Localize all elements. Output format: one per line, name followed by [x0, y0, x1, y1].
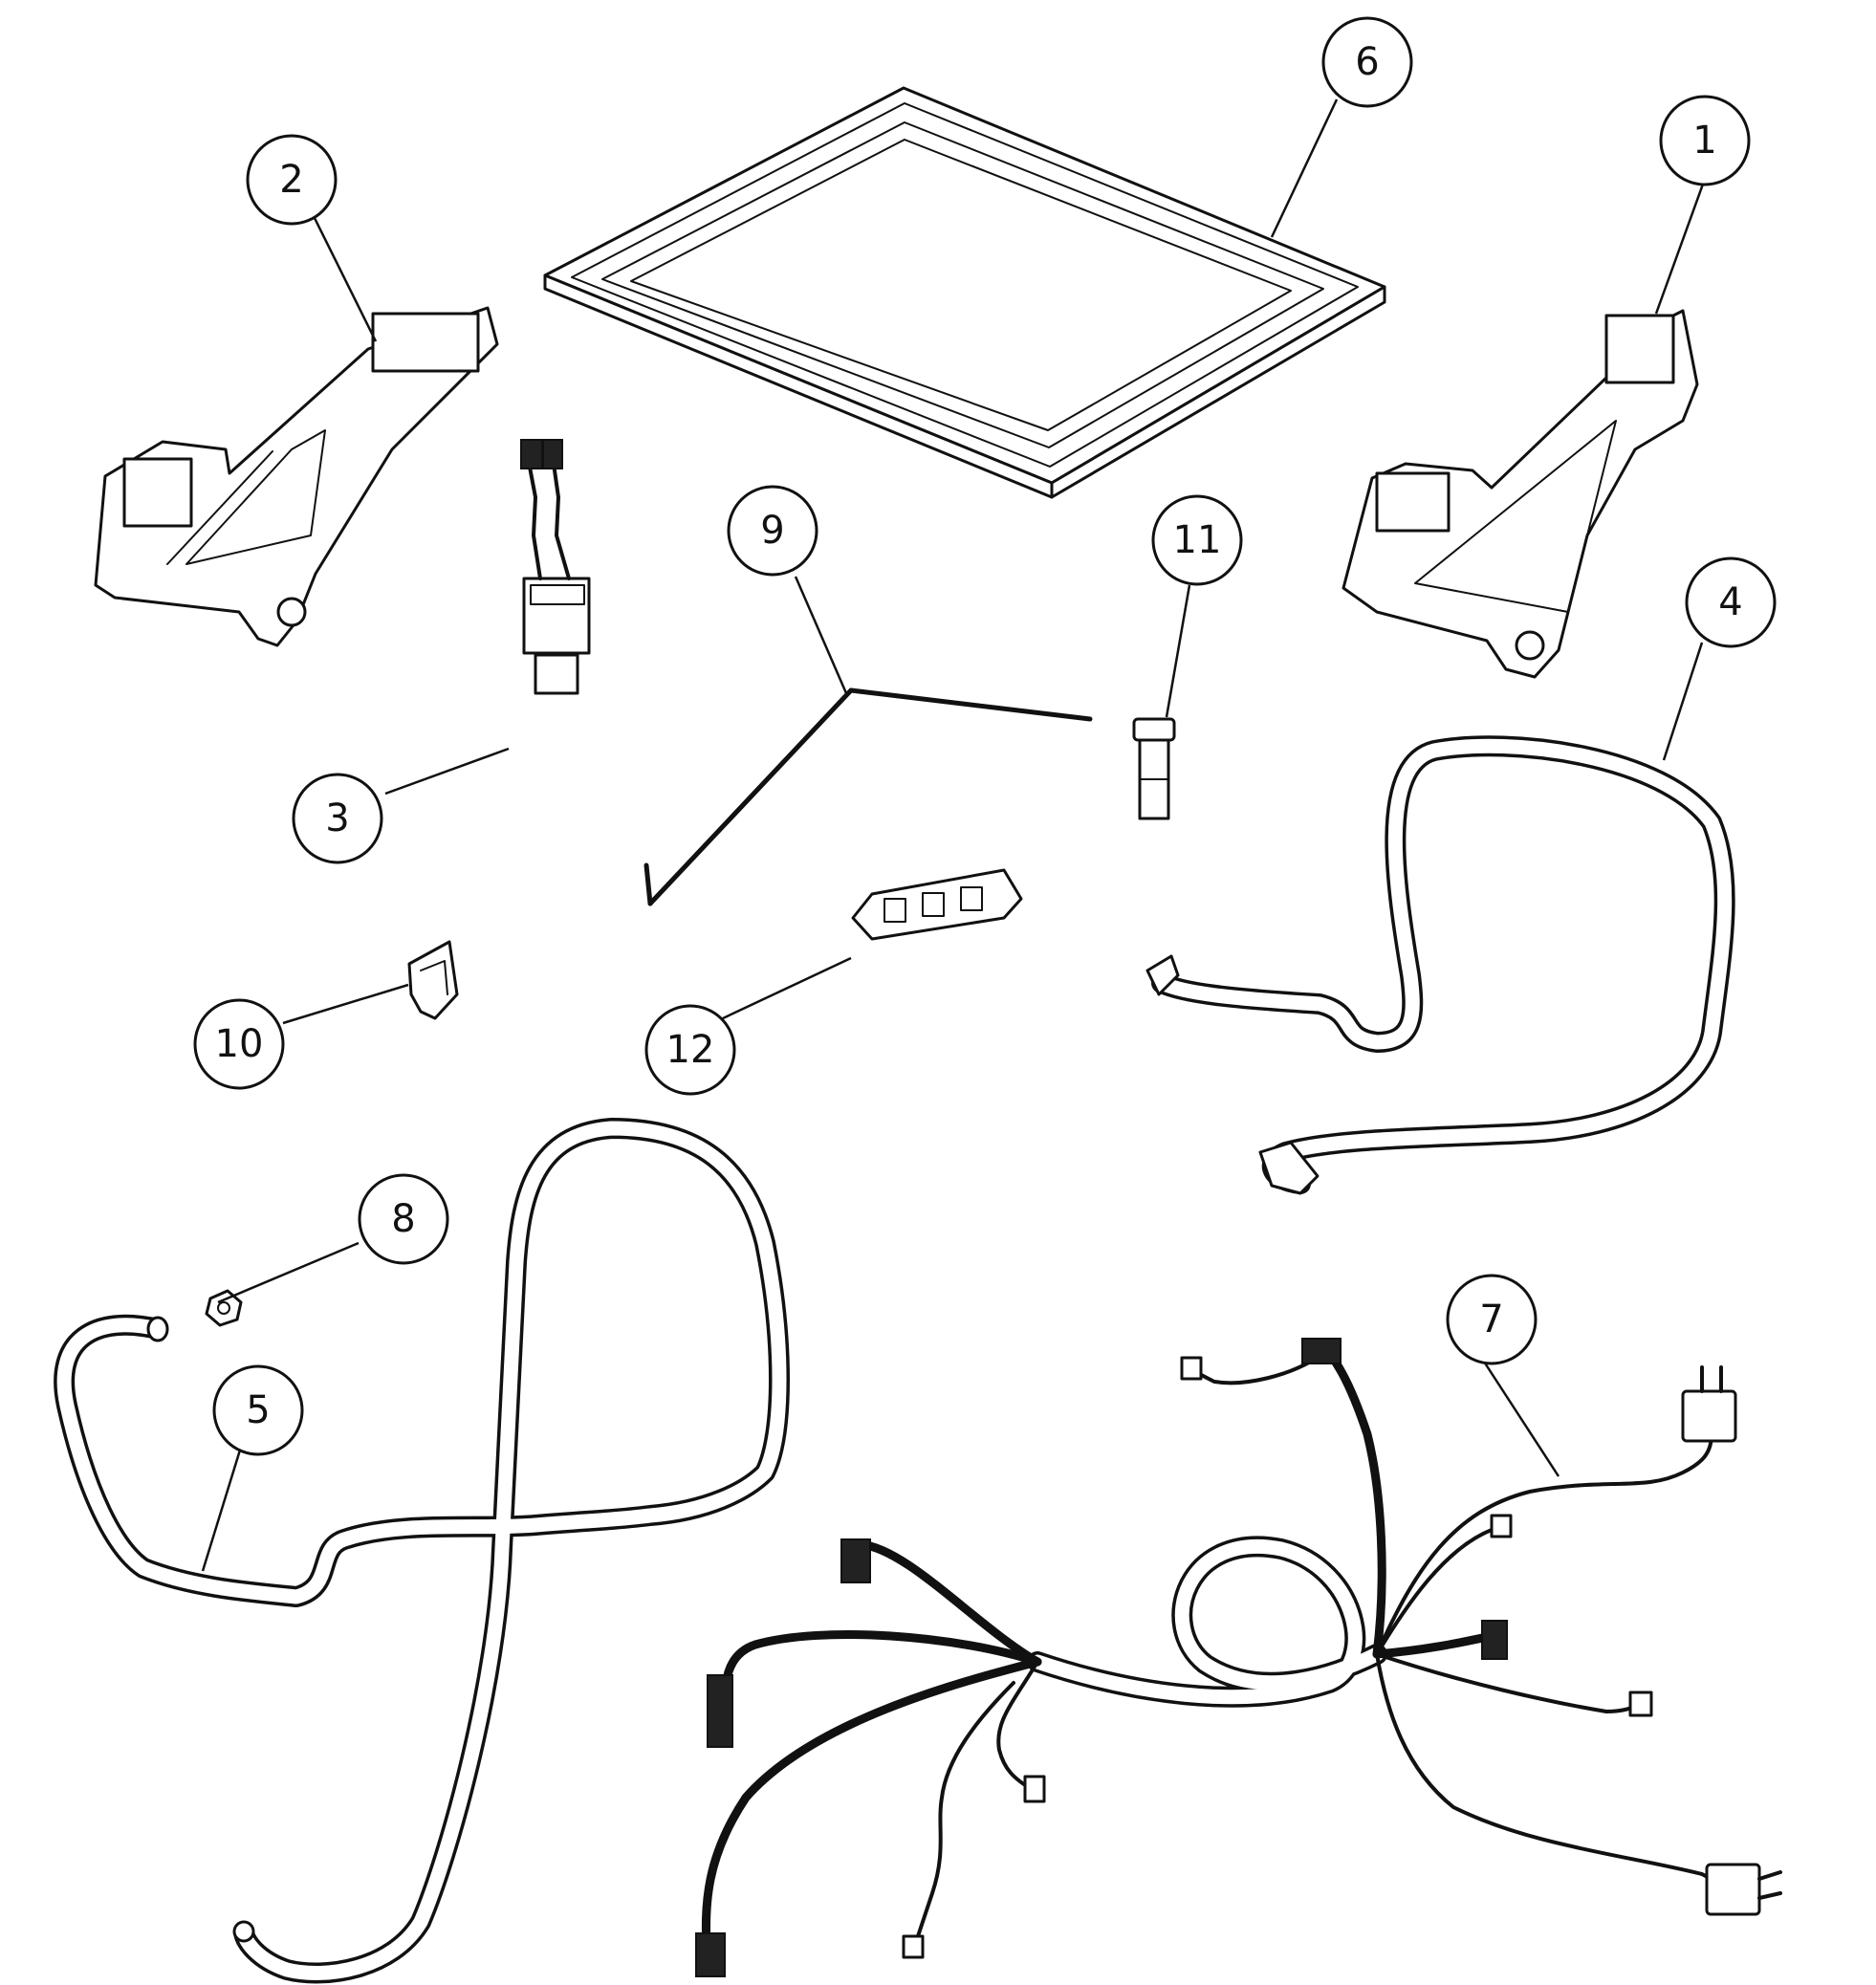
- part-11-pin: [1132, 717, 1176, 820]
- callout-9: 9: [727, 485, 818, 577]
- callout-label: 9: [760, 509, 784, 553]
- callout-circle: [1659, 95, 1751, 186]
- callout-circle: [1321, 16, 1413, 108]
- callout-2: 2: [246, 134, 338, 226]
- callout-1: 1: [1659, 95, 1751, 186]
- part-1-right-bracket: [1342, 309, 1699, 679]
- callout-6: 6: [1321, 16, 1413, 108]
- part-2-left-bracket: [94, 306, 499, 647]
- callout-circle: [1446, 1274, 1538, 1365]
- callout-11: 11: [1151, 494, 1243, 586]
- callout-label: 11: [1173, 518, 1222, 562]
- callout-label: 5: [246, 1388, 270, 1432]
- callout-label: 8: [391, 1197, 415, 1241]
- callout-label: 6: [1355, 40, 1379, 84]
- callout-3: 3: [292, 773, 383, 864]
- callout-label: 4: [1718, 580, 1742, 624]
- callout-circle: [1685, 556, 1777, 648]
- callout-5: 5: [212, 1364, 304, 1456]
- part-5-hose: [54, 1118, 790, 1984]
- callout-circle: [644, 1004, 736, 1096]
- callout-circle: [246, 134, 338, 226]
- part-3-switch: [520, 439, 591, 695]
- part-9-rod: [644, 687, 1093, 906]
- callout-8: 8: [358, 1173, 449, 1265]
- callout-12: 12: [644, 1004, 736, 1096]
- callout-circle: [212, 1364, 304, 1456]
- callout-circle: [193, 998, 285, 1090]
- callout-circle: [292, 773, 383, 864]
- part-6-frame: [543, 86, 1386, 499]
- callout-circle: [358, 1173, 449, 1265]
- callout-label: 3: [325, 796, 349, 840]
- callout-10: 10: [193, 998, 285, 1090]
- callout-circle: [727, 485, 818, 577]
- callout-label: 10: [215, 1022, 264, 1066]
- callout-label: 12: [666, 1028, 715, 1072]
- leader-lines: [201, 98, 1707, 1572]
- callout-7: 7: [1446, 1274, 1538, 1365]
- part-4-hose: [1145, 735, 1735, 1195]
- part-12-latch: [851, 868, 1023, 941]
- part-8-nut: [205, 1289, 243, 1327]
- callout-4: 4: [1685, 556, 1777, 648]
- callout-label: 2: [279, 158, 303, 202]
- callout-label: 7: [1479, 1298, 1503, 1342]
- callout-circle: [1151, 494, 1243, 586]
- part-7-wire-harness: [695, 1338, 1782, 1977]
- part-10-clip: [407, 940, 459, 1020]
- callout-label: 1: [1692, 119, 1716, 163]
